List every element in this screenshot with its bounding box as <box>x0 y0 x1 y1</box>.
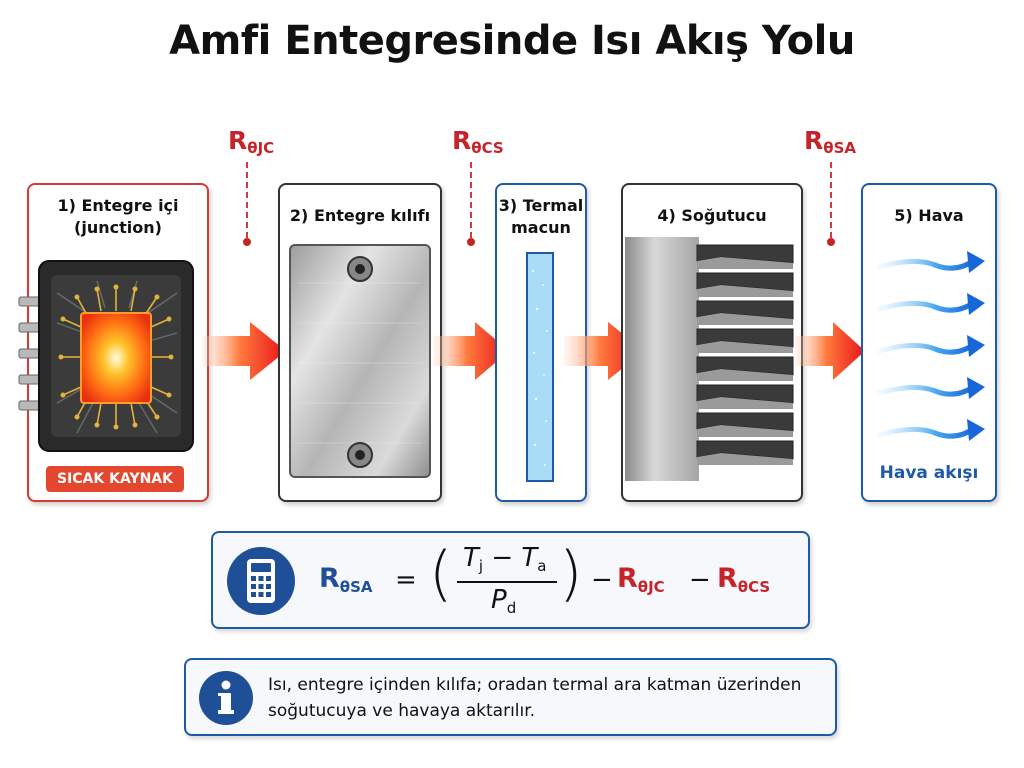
stage-junction-title: 1) Entegre içi (junction) <box>57 196 179 237</box>
stage-case-panel: 2) Entegre kılıfı <box>278 183 442 502</box>
formula-fraction-bar <box>457 581 557 583</box>
formula-equals: = <box>395 565 417 595</box>
info-icon <box>199 671 253 725</box>
boundary-dot-sa <box>827 238 835 246</box>
thermal-paste-icon <box>526 252 554 482</box>
airflow-arrows-icon <box>876 251 985 441</box>
stage-air-title: 5) Hava <box>894 206 964 225</box>
heat-arrow-4 <box>795 322 865 380</box>
stage-heatsink-title: 4) Soğutucu <box>657 206 767 225</box>
formula-term-cs: RθCS <box>717 563 771 596</box>
formula-minus-1: − <box>591 565 613 595</box>
airflow-caption: Hava akışı <box>879 463 979 483</box>
resistance-label-jc: RθJC <box>228 126 275 157</box>
formula-numerator: Tj − Ta <box>463 543 547 575</box>
formula-box: RθSA = ( Tj − Ta Pd ) − RθJC − RθCS <box>211 531 810 629</box>
formula-lhs: RθSA <box>319 563 373 596</box>
hot-source-badge: SICAK KAYNAK <box>46 466 184 492</box>
info-box: Isı, entegre içinden kılıfa; oradan term… <box>184 658 837 736</box>
boundary-line-cs <box>470 162 472 238</box>
formula-minus-2: − <box>689 565 711 595</box>
info-text: Isı, entegre içinden kılıfa; oradan term… <box>268 675 802 721</box>
calculator-icon <box>227 547 295 615</box>
stage-heatsink-panel: 4) Soğutucu <box>621 183 803 502</box>
case-plate-icon <box>289 244 431 478</box>
boundary-dot-jc <box>243 238 251 246</box>
resistance-label-cs: RθCS <box>452 126 504 157</box>
formula-close-paren: ) <box>559 539 583 609</box>
heat-arrow-1 <box>202 322 286 380</box>
stage-case-title: 2) Entegre kılıfı <box>289 206 431 225</box>
formula-denominator: Pd <box>491 585 517 617</box>
stage-air-panel: 5) Hava Hava akışı <box>861 183 997 502</box>
chip-icon <box>18 260 194 452</box>
stage-junction-panel: 1) Entegre içi (junction) <box>18 183 209 502</box>
boundary-dot-cs <box>467 238 475 246</box>
formula-term-jc: RθJC <box>617 563 665 596</box>
formula-open-paren: ( <box>429 539 453 609</box>
boundary-line-sa <box>830 162 832 238</box>
heat-arrow-2 <box>433 322 509 380</box>
boundary-line-jc <box>246 162 248 238</box>
stage-thermal-paste-title: 3) Termal macun <box>498 196 584 237</box>
resistance-label-sa: RθSA <box>804 126 856 157</box>
page-title: Amfi Entegresinde Isı Akış Yolu <box>169 18 855 64</box>
heatsink-icon <box>625 237 794 481</box>
